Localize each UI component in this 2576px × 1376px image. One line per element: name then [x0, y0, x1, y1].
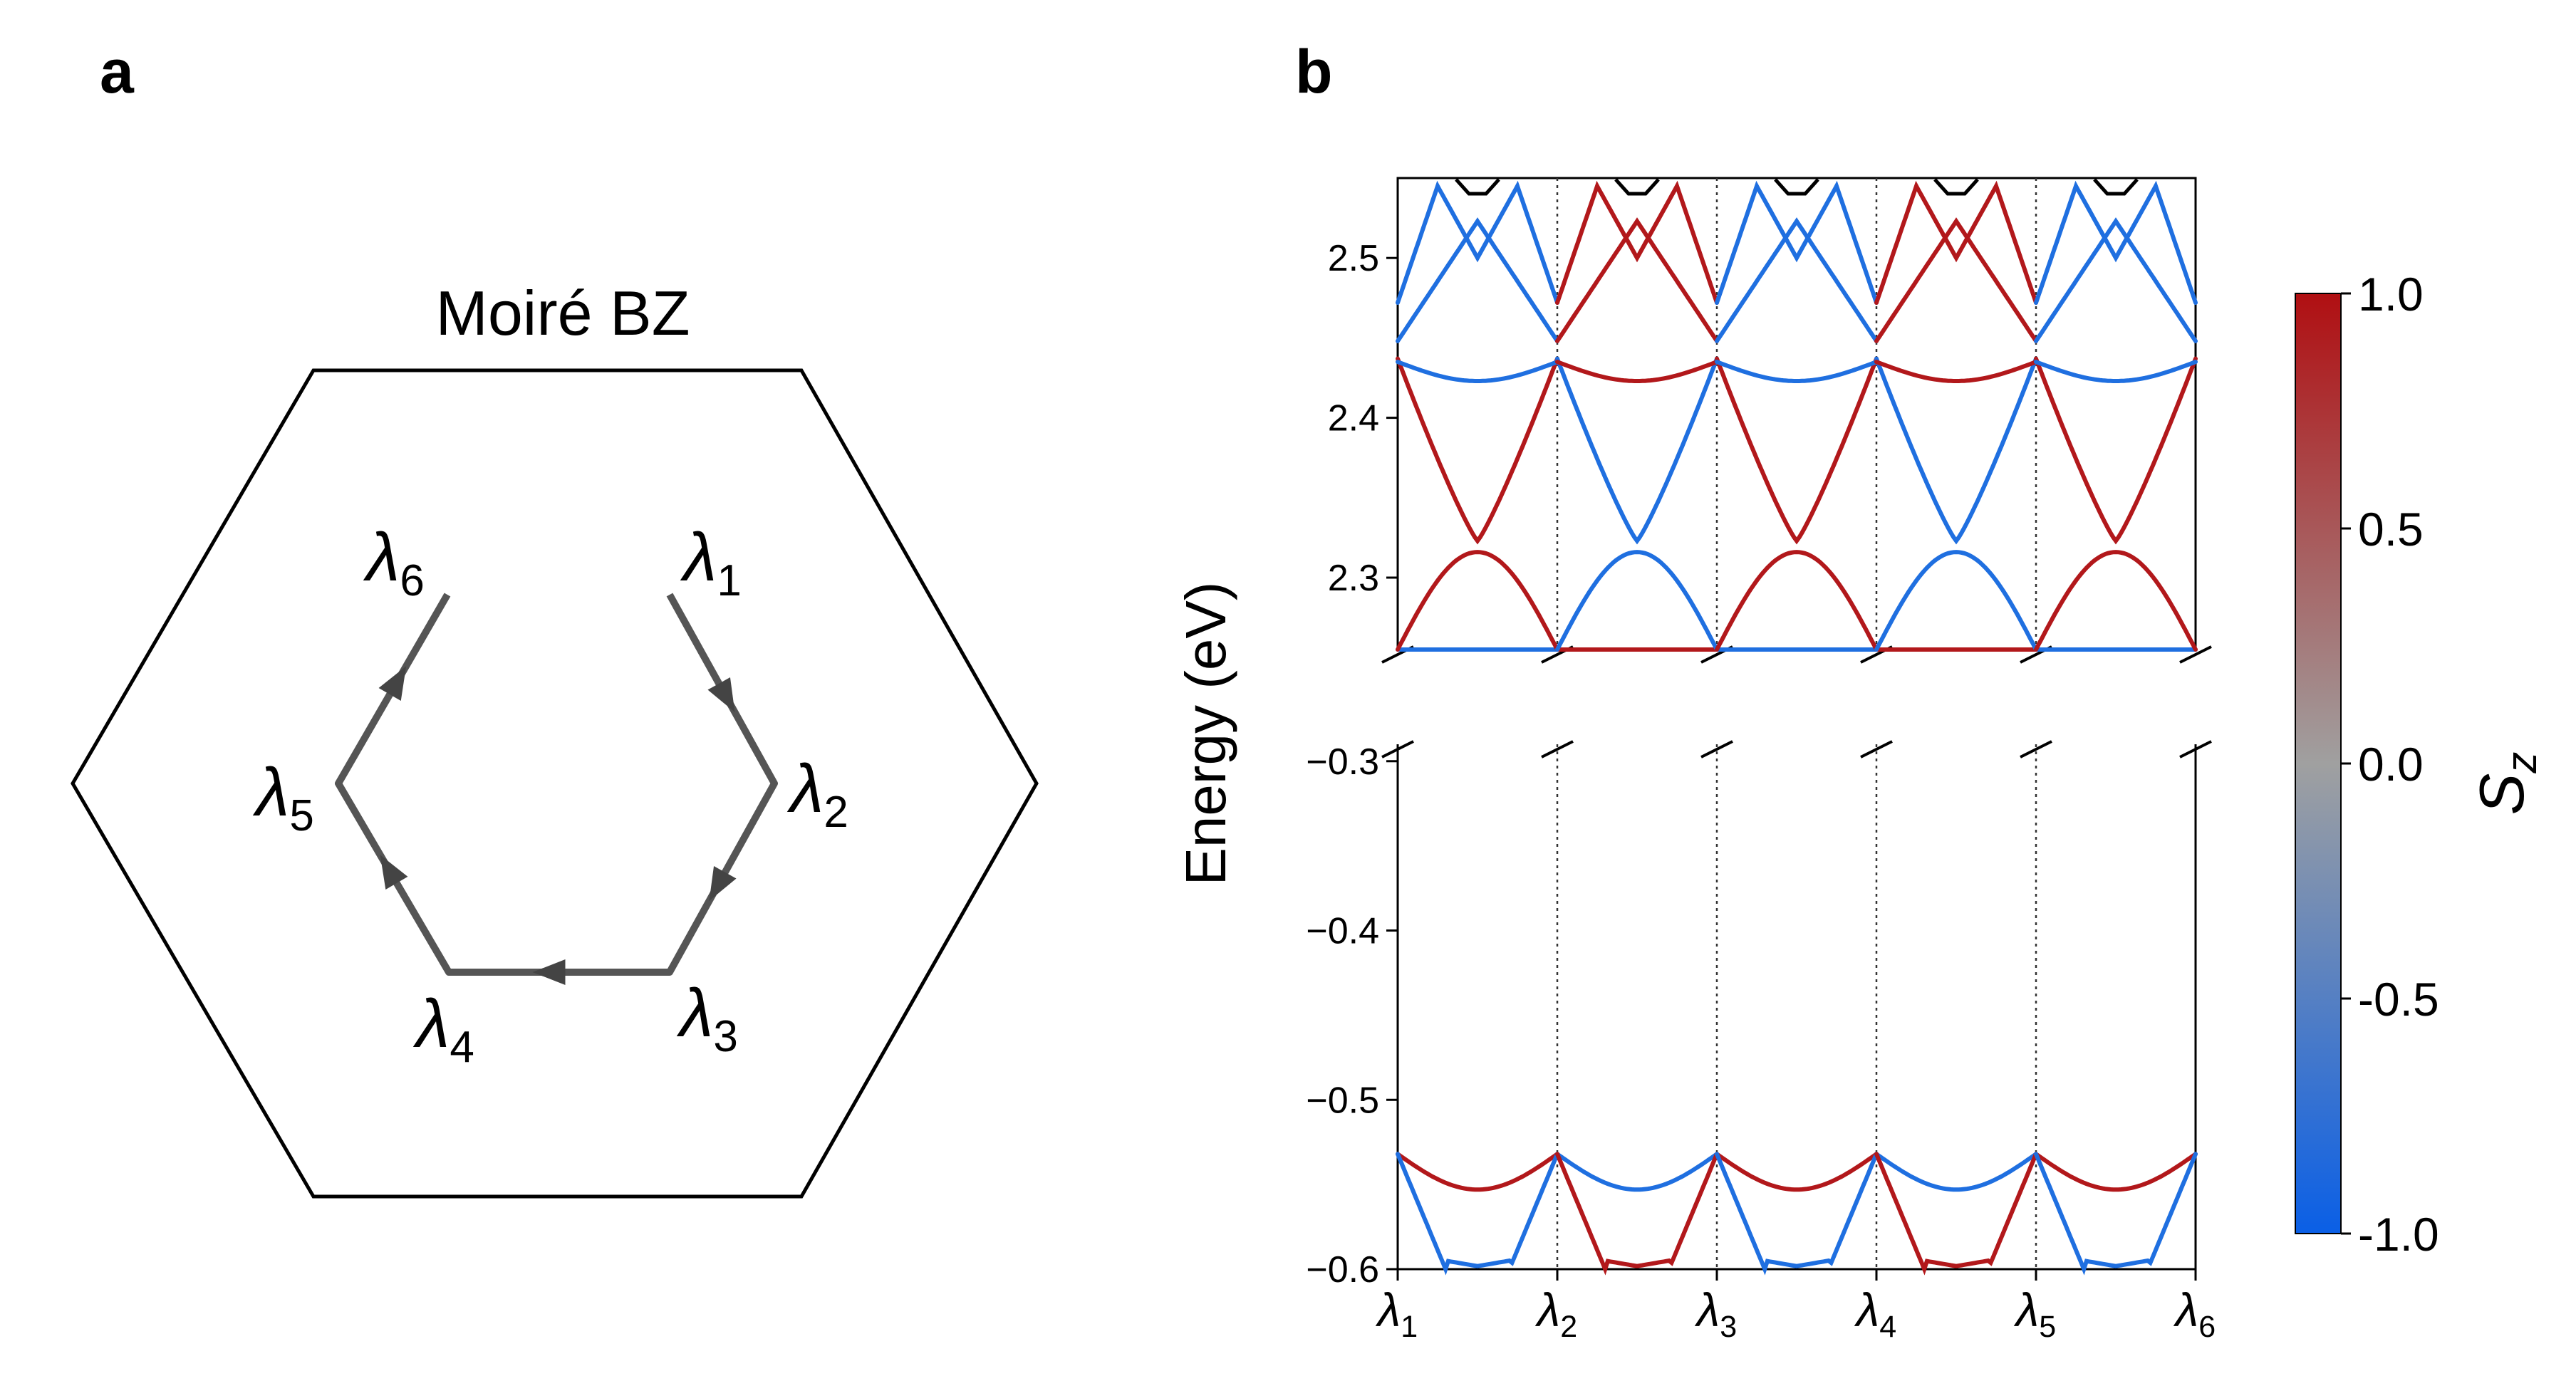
path-arrow-1 — [707, 677, 735, 712]
path-label-lambda-2: λ2 — [786, 751, 848, 837]
band-lower-dome — [1396, 1152, 1559, 1192]
band-upper-w-outer — [2034, 180, 2198, 305]
band-lower-dome — [1715, 1152, 1879, 1192]
path-arrow-3 — [532, 959, 566, 985]
band-upper-flat-top — [1715, 360, 1879, 383]
k-path — [335, 593, 778, 976]
upper-axes-frame — [1396, 177, 2197, 650]
band-upper-dome — [2034, 550, 2198, 652]
panel-b-label: b — [1295, 38, 1333, 106]
band-upper-flat-top — [1555, 360, 1719, 383]
band-upper-w-inner — [1555, 217, 1719, 343]
x-tick-label-lambda-2: λ2 — [1535, 1283, 1577, 1344]
band-crossing-mark — [1933, 178, 1979, 196]
upper-y-tick-label: 2.3 — [1328, 558, 1379, 599]
x-tick-label-lambda-1: λ1 — [1376, 1283, 1418, 1344]
x-tick-label-lambda-3: λ3 — [1695, 1283, 1737, 1344]
axis-break-mark — [1700, 740, 1733, 759]
lower-y-tick-label: −0.5 — [1306, 1080, 1379, 1121]
band-upper-flat-top — [1874, 360, 2038, 383]
colorbar-gradient — [2295, 293, 2341, 1234]
path-arrow-2 — [709, 866, 737, 901]
path-label-lambda-6: λ6 — [363, 519, 425, 605]
band-upper-w-outer — [1715, 180, 1879, 305]
colorbar-tick-label: -0.5 — [2358, 973, 2439, 1026]
band-upper-flat-top — [1396, 360, 1559, 383]
colorbar-tick-label: 1.0 — [2358, 268, 2424, 320]
band-lower-dome — [1555, 1152, 1719, 1192]
band-upper-v — [1874, 356, 2038, 545]
path-arrow-5 — [378, 666, 407, 702]
band-upper-dome — [1396, 550, 1559, 652]
path-label-lambda-4: λ4 — [412, 986, 474, 1072]
x-tick-label-lambda-5: λ5 — [2014, 1283, 2056, 1344]
energy-axis-title: Energy (eV) — [1174, 582, 1237, 886]
band-upper-v — [2034, 356, 2198, 545]
band-structure-plot: 2.3 2.4 2.5 −0.6 −0.5 −0.4 −0.3 λ1 λ2 λ3 λ4 λ5 λ6 — [1306, 177, 2216, 1344]
band-upper-w-inner — [1396, 217, 1559, 343]
axis-break-mark — [1541, 740, 1574, 759]
band-upper-v — [1555, 356, 1719, 545]
x-tick-label-lambda-4: λ4 — [1854, 1283, 1896, 1344]
band-lower-dome — [2034, 1152, 2198, 1192]
path-label-lambda-3: λ3 — [676, 975, 738, 1061]
upper-y-tick-label: 2.4 — [1328, 398, 1379, 439]
lower-axes-frame — [1396, 744, 2197, 1271]
moire-bz-hexagon — [71, 368, 1039, 1199]
band-crossing-mark — [1455, 178, 1500, 196]
band-upper-w-outer — [1396, 180, 1559, 305]
axis-break-mark — [2179, 645, 2212, 664]
path-arrow-4 — [380, 855, 408, 890]
band-upper-w-inner — [1874, 217, 2038, 343]
moire-bz-title: Moiré BZ — [436, 278, 690, 348]
band-upper-dome — [1715, 550, 1879, 652]
band-lower-w — [2034, 1152, 2198, 1276]
path-label-lambda-1: λ1 — [680, 519, 742, 605]
band-lower-w — [1874, 1152, 2038, 1276]
panel-a-label: a — [100, 38, 135, 106]
panel-a: a Moiré BZ λ1 λ2 λ3 λ4 λ5 λ6 — [71, 38, 1039, 1199]
band-lower-dome — [1874, 1152, 2038, 1192]
band-upper-dome — [1874, 550, 2038, 652]
colorbar-tick-label: 0.5 — [2358, 503, 2424, 556]
axis-break-mark — [1381, 740, 1414, 759]
path-label-lambda-5: λ5 — [252, 754, 314, 840]
lower-y-tick-label: −0.6 — [1306, 1249, 1379, 1291]
band-crossing-mark — [1774, 178, 1819, 196]
colorbar-tick-label: 0.0 — [2358, 738, 2424, 791]
band-upper-w-inner — [1715, 217, 1879, 343]
upper-y-tick-label: 2.5 — [1328, 238, 1379, 279]
axis-break-mark — [2020, 740, 2052, 759]
panel-b: b Energy (eV) 2.3 2.4 2.5 −0.6 −0.5 −0.4 −0.3 λ… — [1174, 38, 2216, 1344]
band-lower-w — [1715, 1152, 1879, 1276]
band-upper-w-inner — [2034, 217, 2198, 343]
band-upper-v — [1396, 356, 1559, 545]
x-tick-label-lambda-6: λ6 — [2174, 1283, 2216, 1344]
band-upper-v — [1715, 356, 1879, 545]
band-upper-w-outer — [1874, 180, 2038, 305]
band-lower-w — [1555, 1152, 1719, 1276]
band-crossing-mark — [2093, 178, 2139, 196]
lower-y-tick-label: −0.3 — [1306, 741, 1379, 783]
colorbar-label: Sz — [2466, 752, 2545, 815]
band-upper-w-outer — [1555, 180, 1719, 305]
axis-break-mark — [2179, 740, 2212, 759]
band-lower-w — [1396, 1152, 1559, 1276]
lower-y-tick-label: −0.4 — [1306, 911, 1379, 952]
axis-break-mark — [1860, 740, 1893, 759]
band-upper-flat-top — [2034, 360, 2198, 383]
colorbar-tick-label: -1.0 — [2358, 1208, 2439, 1261]
colorbar-ticks: 1.0 0.5 0.0 -0.5 -1.0 — [2341, 268, 2439, 1261]
path-arrows — [378, 666, 737, 985]
band-crossing-mark — [1614, 178, 1660, 196]
band-upper-dome — [1555, 550, 1719, 652]
path-labels: λ1 λ2 λ3 λ4 λ5 λ6 — [252, 519, 848, 1072]
colorbar: 1.0 0.5 0.0 -0.5 -1.0 Sz — [2295, 268, 2545, 1261]
